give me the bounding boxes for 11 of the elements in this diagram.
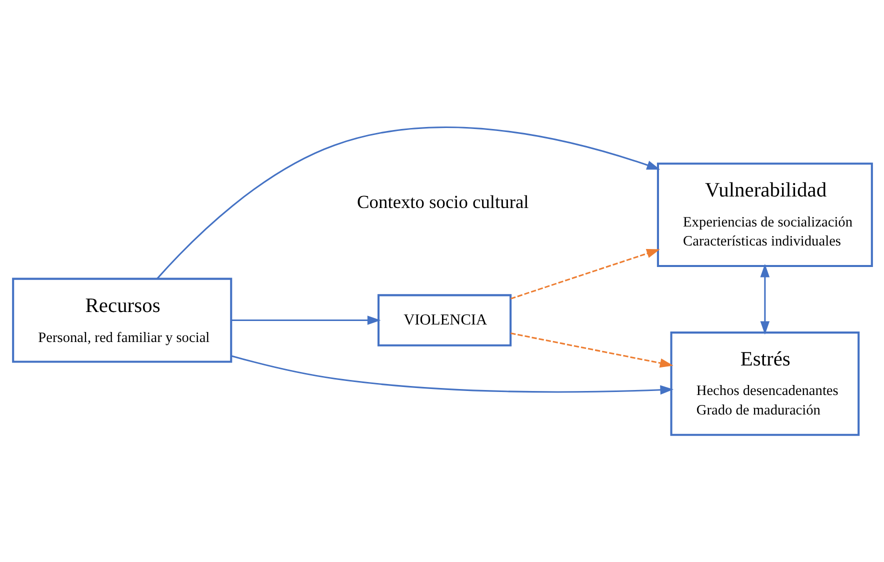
node-box: Vulnerabilidad Experiencias de socialización Características individuales [656, 162, 872, 268]
arrow [510, 249, 660, 300]
arrow [760, 264, 770, 335]
arrow [230, 316, 380, 325]
label: Contexto socio cultural [356, 192, 528, 212]
node-box: VIOLENCIA [377, 294, 512, 346]
arrow [230, 355, 674, 395]
node-box: Recursos Personal, red familiar y social [12, 278, 232, 363]
node-box: Estrés Hechos desencadenantes Grado de maduración [670, 332, 860, 436]
arrow [510, 332, 673, 368]
arrow [156, 126, 660, 280]
